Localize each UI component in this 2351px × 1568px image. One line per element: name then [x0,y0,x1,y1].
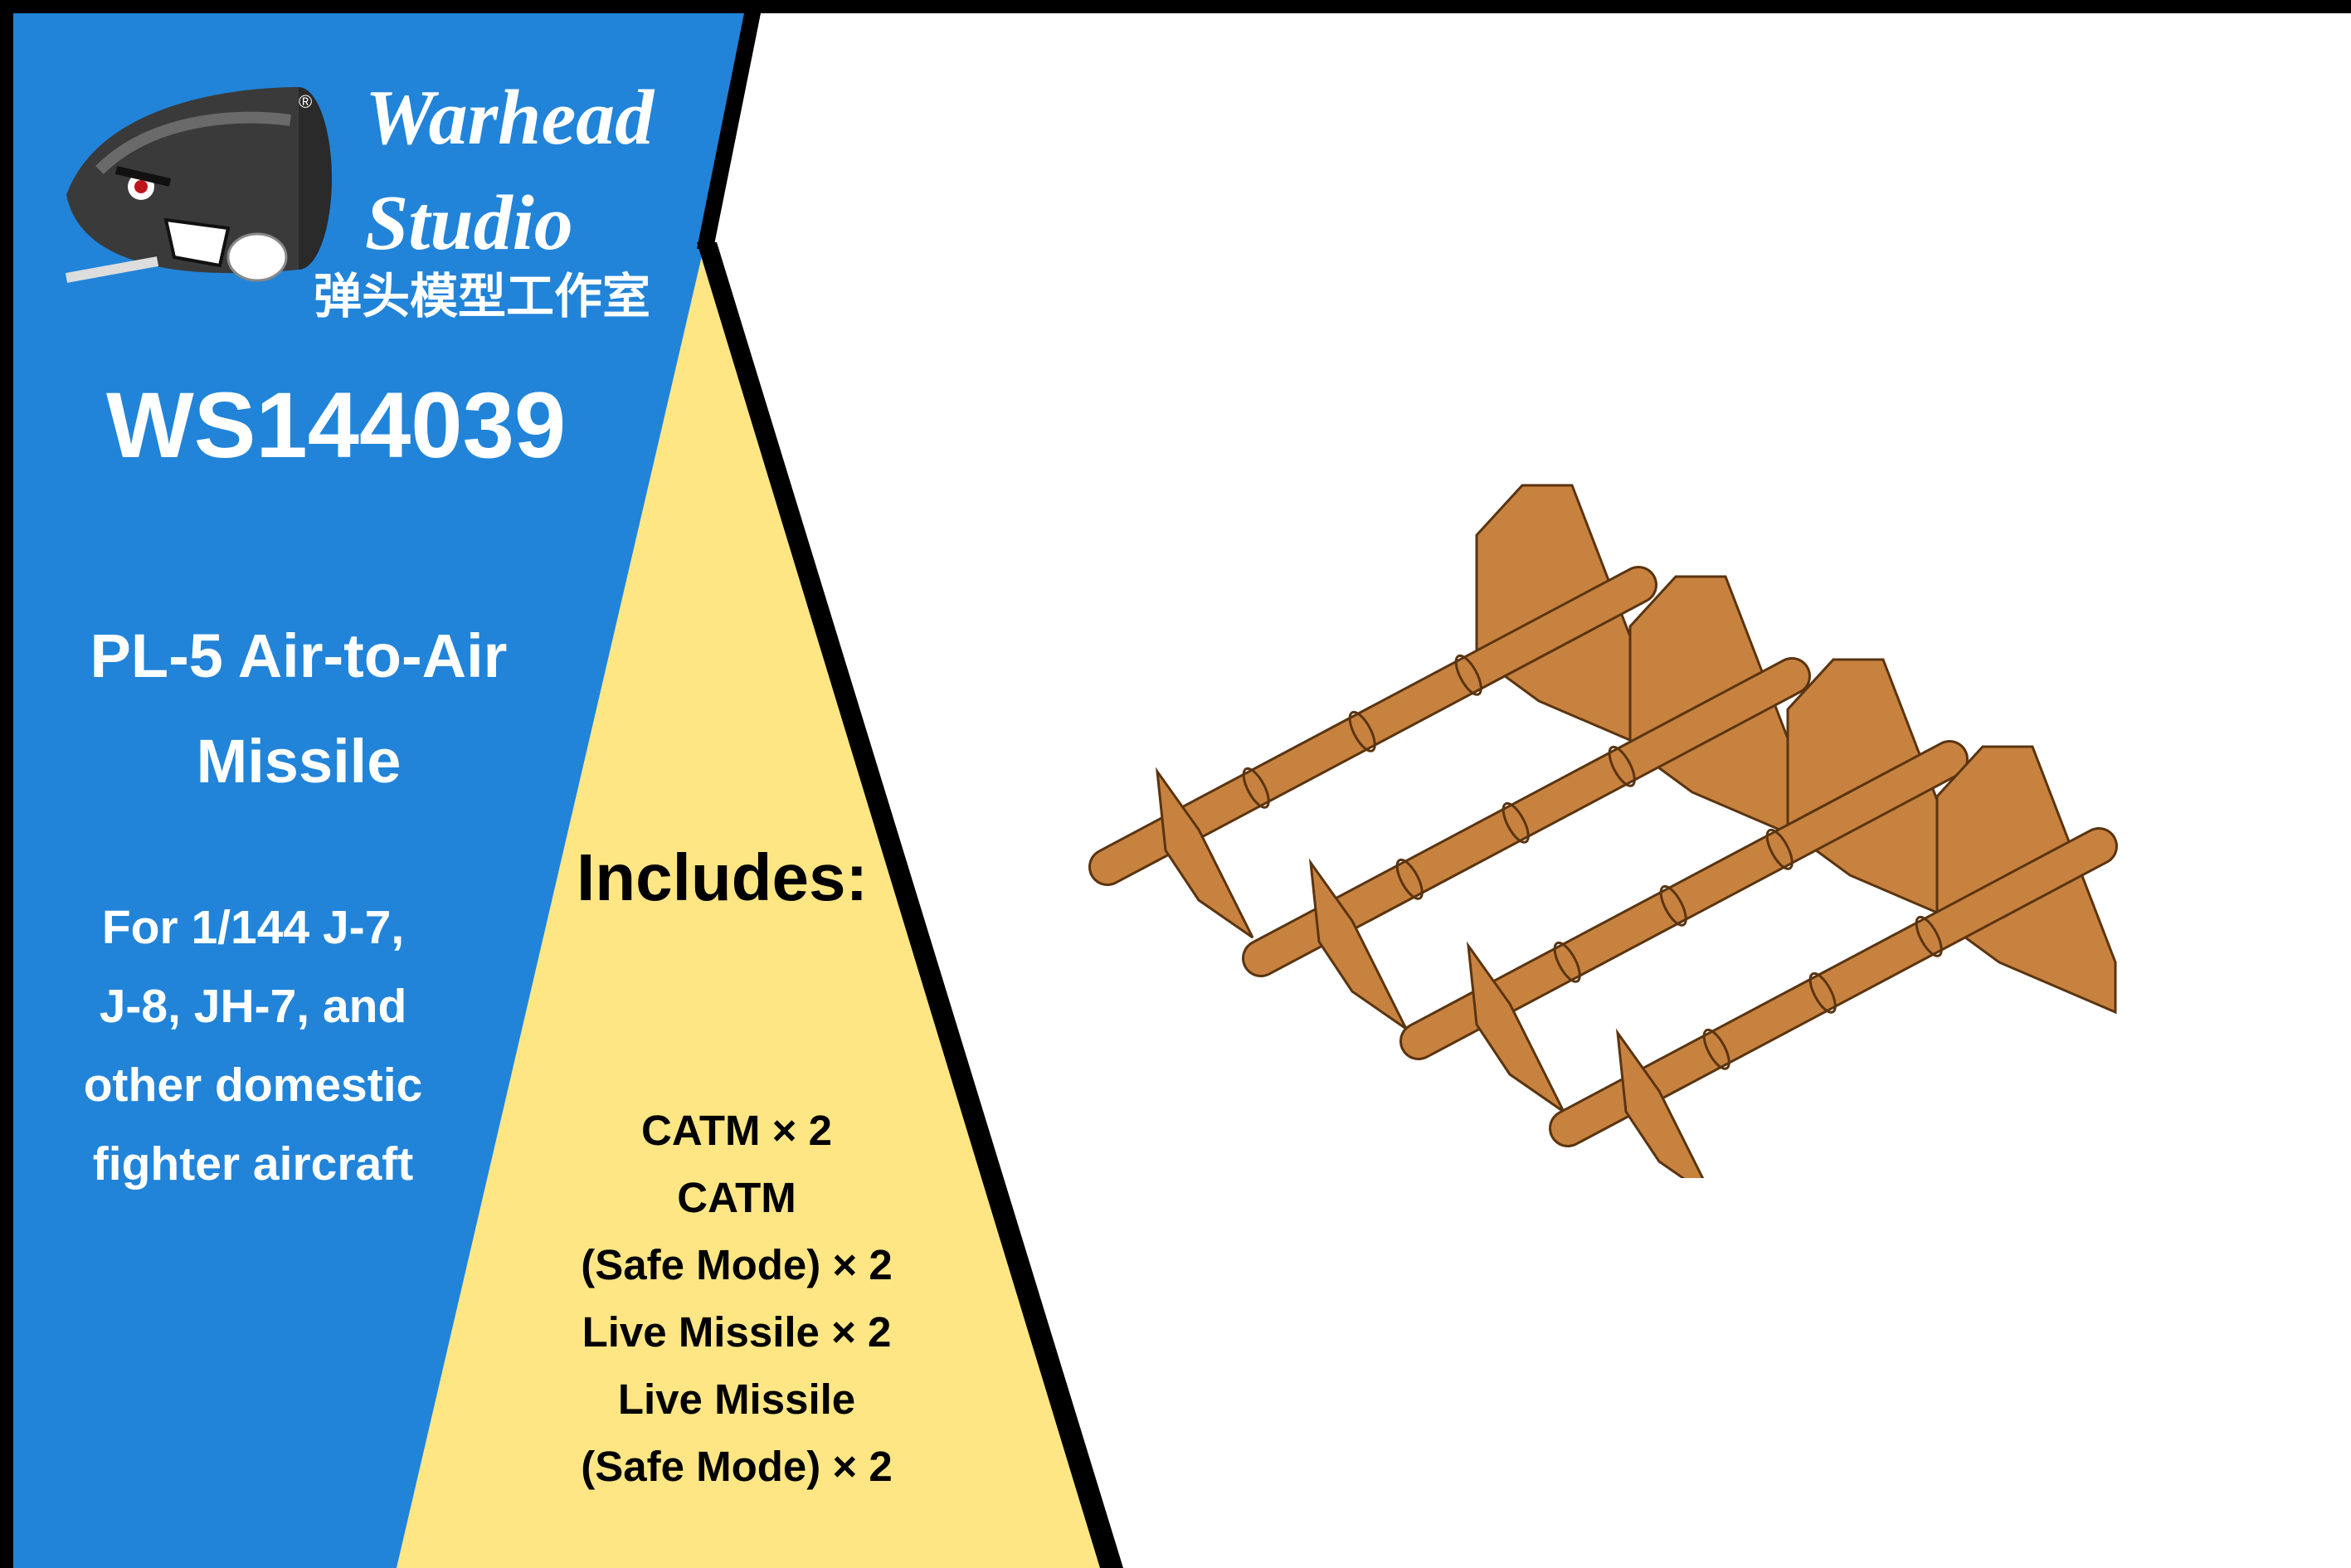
stripe-black [697,13,761,249]
brand-name-cn: 弹头模型工作室 [314,268,651,324]
brand-name-line1: Warhead [365,75,655,161]
fit-line: For 1/144 J-7, [101,901,405,954]
yellow-panel [397,249,1110,1568]
left-border [0,0,13,1568]
blue-panel [13,13,751,1568]
brand-name-line2: Studio [365,180,573,266]
registered-mark: ® [299,91,312,112]
warhead-mascot-icon: ® [65,87,332,283]
top-border [0,0,2351,13]
includes-item: (Safe Mode) × 2 [581,1443,893,1490]
includes-item: Live Missile × 2 [582,1308,892,1356]
includes-heading: Includes: [577,840,869,914]
missile-render [1088,484,2118,1178]
missile-2 [1242,575,1811,1030]
missile-3 [1399,658,1969,1113]
includes-item: (Safe Mode) × 2 [581,1241,893,1288]
includes-item: CATM × 2 [641,1107,832,1154]
includes-item: Live Missile [617,1376,856,1423]
missile-1 [1088,484,1657,939]
product-title-line1: PL-5 Air-to-Air [90,621,508,690]
product-title-line2: Missile [196,727,402,796]
missile-4 [1549,745,2118,1178]
product-code: WS144039 [106,373,567,477]
fit-line: other domestic [83,1059,423,1112]
stripe-black-2 [697,242,1123,1568]
fit-line: J-8, JH-7, and [99,980,407,1033]
includes-item: CATM [677,1174,796,1221]
fit-line: fighter aircraft [92,1137,414,1191]
